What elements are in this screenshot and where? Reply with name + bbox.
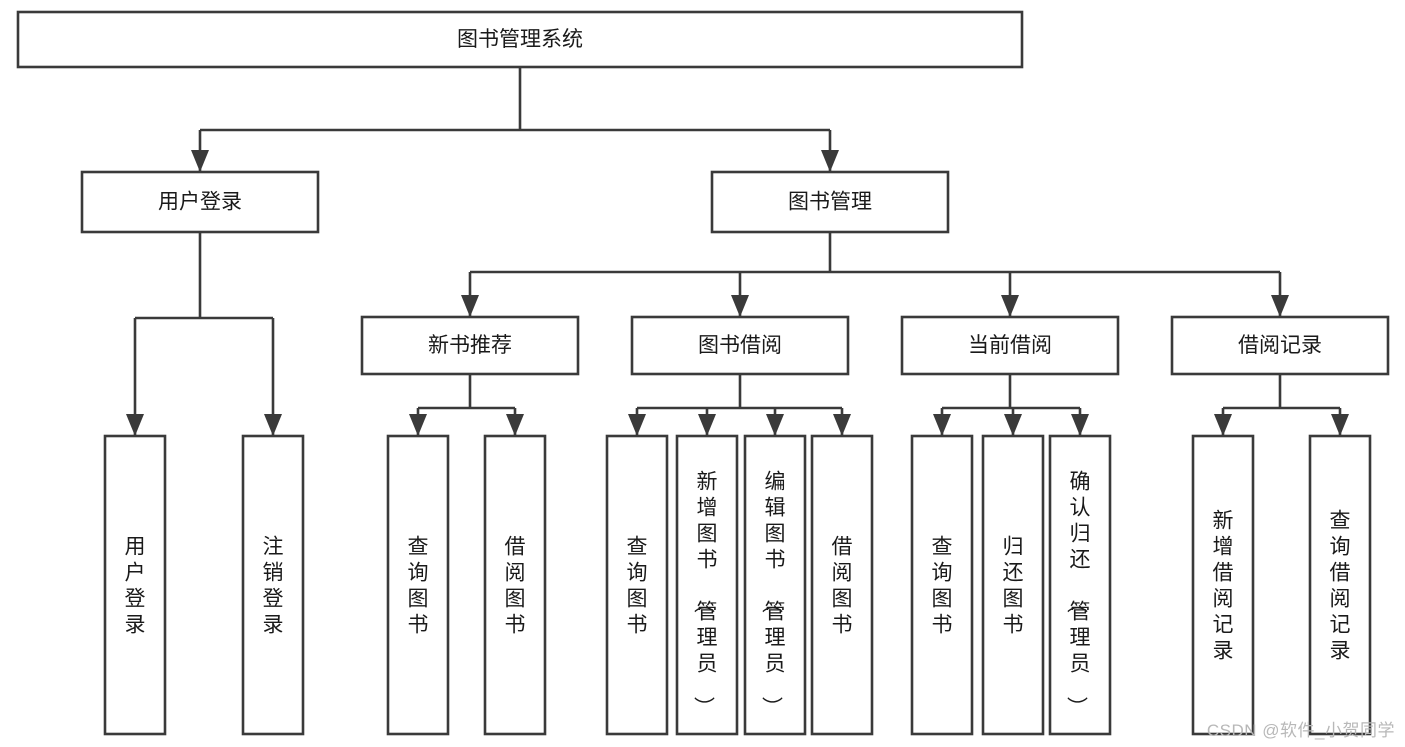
node-leaf-9[interactable]: 归还图书 bbox=[981, 434, 1045, 736]
node-rect bbox=[1170, 315, 1390, 376]
node-leaf-12[interactable]: 查询借阅记录 bbox=[1308, 434, 1372, 736]
node-label: 新书推荐 bbox=[428, 334, 512, 357]
node-rect bbox=[16, 10, 1024, 69]
node-level2-2[interactable]: 当前借阅 bbox=[900, 315, 1120, 376]
arrow-head-icon bbox=[628, 414, 646, 436]
node-leaf-3[interactable]: 借阅图书 bbox=[483, 434, 547, 736]
node-level2-0[interactable]: 新书推荐 bbox=[360, 315, 580, 376]
node-label: 图书管理 bbox=[788, 191, 872, 214]
node-label: 查询图书 bbox=[932, 535, 953, 636]
arrow-head-icon bbox=[1271, 295, 1289, 317]
node-leaf-6[interactable]: 编辑图书（管理员） bbox=[743, 434, 807, 736]
node-label: 用户登录 bbox=[125, 535, 146, 636]
node-leaf-8[interactable]: 查询图书 bbox=[910, 434, 974, 736]
node-level1-0[interactable]: 用户登录 bbox=[80, 170, 320, 234]
node-rect bbox=[981, 434, 1045, 736]
arrow-head-icon bbox=[461, 295, 479, 317]
arrow-head-icon bbox=[409, 414, 427, 436]
arrow-head-icon bbox=[731, 295, 749, 317]
arrow-head-icon bbox=[933, 414, 951, 436]
node-rect bbox=[241, 434, 305, 736]
node-rect bbox=[675, 434, 739, 736]
node-leaf-11[interactable]: 新增借阅记录 bbox=[1191, 434, 1255, 736]
node-label: 用户登录 bbox=[158, 191, 242, 214]
node-rect bbox=[103, 434, 167, 736]
arrow-head-icon bbox=[1214, 414, 1232, 436]
node-level2-1[interactable]: 图书借阅 bbox=[630, 315, 850, 376]
node-leaf-10[interactable]: 确认归还（管理员） bbox=[1048, 434, 1112, 736]
node-label: 当前借阅 bbox=[968, 334, 1052, 357]
node-rect bbox=[1191, 434, 1255, 736]
node-label: 借阅图书 bbox=[832, 535, 853, 636]
node-label: 新增图书（管理员） bbox=[692, 470, 718, 717]
watermark-text: CSDN @软件_小贺同学 bbox=[1206, 721, 1395, 740]
node-leaf-0[interactable]: 用户登录 bbox=[103, 434, 167, 736]
node-label: 归还图书 bbox=[1003, 535, 1024, 636]
arrow-head-icon bbox=[1004, 414, 1022, 436]
arrow-head-icon bbox=[698, 414, 716, 436]
node-rect bbox=[1048, 434, 1112, 736]
node-rect bbox=[360, 315, 580, 376]
node-level2-3[interactable]: 借阅记录 bbox=[1170, 315, 1390, 376]
node-rect bbox=[910, 434, 974, 736]
arrow-head-icon bbox=[506, 414, 524, 436]
arrow-head-icon bbox=[264, 414, 282, 436]
node-root-0[interactable]: 图书管理系统 bbox=[16, 10, 1024, 69]
node-leaf-5[interactable]: 新增图书（管理员） bbox=[675, 434, 739, 736]
node-label: 查询图书 bbox=[627, 535, 648, 636]
node-rect bbox=[810, 434, 874, 736]
node-rect bbox=[386, 434, 450, 736]
node-rect bbox=[1308, 434, 1372, 736]
node-rect bbox=[483, 434, 547, 736]
arrow-head-icon bbox=[1071, 414, 1089, 436]
node-rect bbox=[80, 170, 320, 234]
node-rect bbox=[630, 315, 850, 376]
node-label: 确认归还（管理员） bbox=[1065, 470, 1091, 717]
node-rect bbox=[605, 434, 669, 736]
arrow-head-icon bbox=[821, 150, 839, 172]
node-rect bbox=[900, 315, 1120, 376]
node-label: 新增借阅记录 bbox=[1213, 509, 1234, 662]
arrow-head-icon bbox=[766, 414, 784, 436]
node-layer: 图书管理系统用户登录图书管理新书推荐图书借阅当前借阅借阅记录用户登录注销登录查询… bbox=[16, 10, 1390, 736]
node-label: 借阅记录 bbox=[1238, 334, 1322, 357]
arrow-head-icon bbox=[1331, 414, 1349, 436]
node-label: 编辑图书（管理员） bbox=[760, 470, 786, 717]
node-label: 图书管理系统 bbox=[457, 28, 583, 51]
node-label: 借阅图书 bbox=[505, 535, 526, 636]
node-label: 查询借阅记录 bbox=[1330, 509, 1351, 662]
node-level1-1[interactable]: 图书管理 bbox=[710, 170, 950, 234]
node-leaf-1[interactable]: 注销登录 bbox=[241, 434, 305, 736]
arrow-head-icon bbox=[126, 414, 144, 436]
node-label: 注销登录 bbox=[263, 535, 284, 636]
arrow-head-icon bbox=[1001, 295, 1019, 317]
node-leaf-4[interactable]: 查询图书 bbox=[605, 434, 669, 736]
connector-layer bbox=[126, 67, 1349, 436]
node-rect bbox=[710, 170, 950, 234]
node-leaf-2[interactable]: 查询图书 bbox=[386, 434, 450, 736]
node-label: 图书借阅 bbox=[698, 334, 782, 357]
arrow-head-icon bbox=[191, 150, 209, 172]
node-rect bbox=[743, 434, 807, 736]
node-label: 查询图书 bbox=[408, 535, 429, 636]
node-leaf-7[interactable]: 借阅图书 bbox=[810, 434, 874, 736]
arrow-head-icon bbox=[833, 414, 851, 436]
